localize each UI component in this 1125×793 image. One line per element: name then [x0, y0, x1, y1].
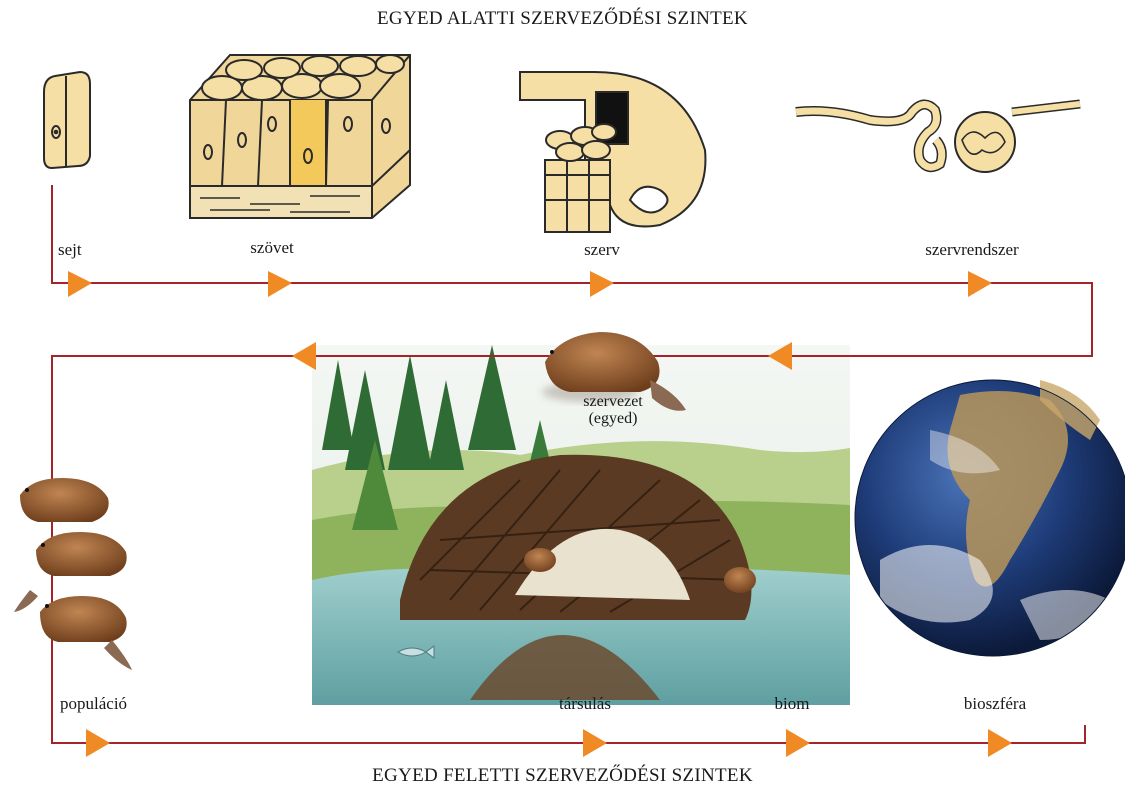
- label-population: populáció: [60, 694, 127, 714]
- arrow-right: [968, 271, 992, 297]
- label-tissue: szövet: [250, 238, 293, 258]
- arrow-right: [68, 271, 92, 297]
- population-beavers: [14, 478, 132, 670]
- label-organism-sub: (egyed): [589, 410, 638, 428]
- arrow-right: [268, 271, 292, 297]
- organ-system-icon: [796, 104, 1080, 172]
- arrow-right: [590, 271, 614, 297]
- arrow-left: [292, 342, 316, 370]
- arrow-right: [988, 729, 1012, 757]
- organ-icon: [520, 72, 705, 232]
- tissue-icon: [190, 55, 410, 218]
- cell-icon: [44, 72, 90, 168]
- arrow-right: [86, 729, 110, 757]
- arrow-right: [583, 729, 607, 757]
- label-community: társulás: [559, 694, 611, 714]
- earth-globe: [855, 380, 1125, 656]
- arrow-right: [786, 729, 810, 757]
- label-cell: sejt: [58, 240, 82, 260]
- label-organ-system: szervrendszer: [925, 240, 1018, 260]
- label-organ: szerv: [584, 240, 620, 260]
- label-organism: szervezet: [583, 393, 643, 411]
- label-biosphere: bioszféra: [964, 694, 1026, 714]
- label-biome: biom: [775, 694, 810, 714]
